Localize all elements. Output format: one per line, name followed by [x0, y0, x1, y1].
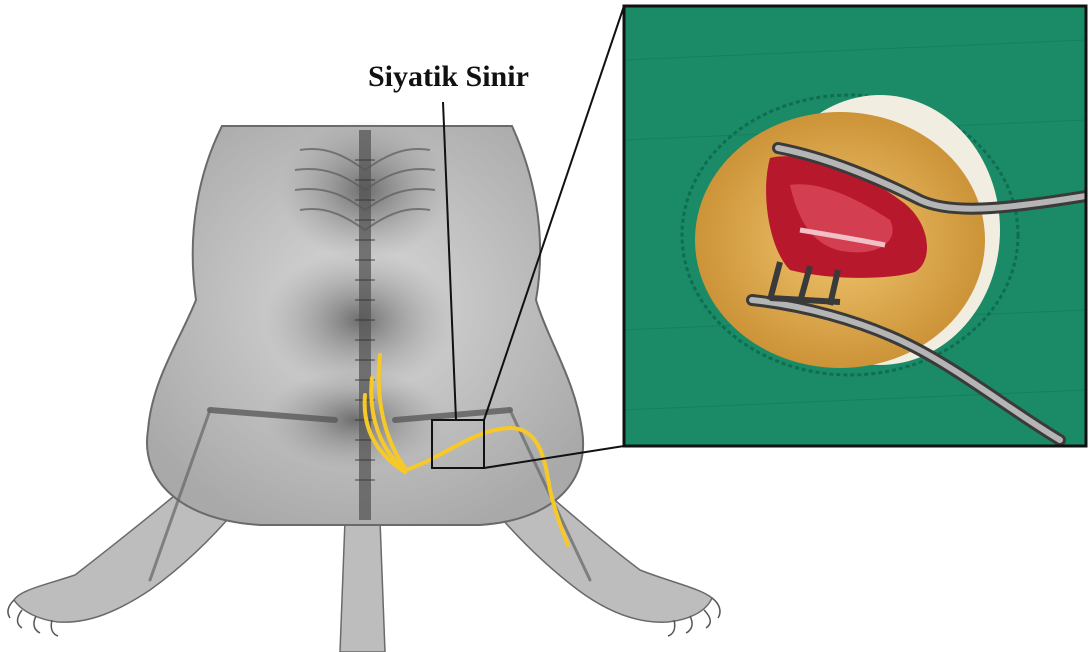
figure-label: Siyatik Sinir — [368, 60, 529, 94]
xray-rat-icon — [8, 120, 720, 652]
surgical-photo-icon — [624, 6, 1086, 446]
tail — [340, 520, 385, 652]
spine — [359, 130, 371, 520]
